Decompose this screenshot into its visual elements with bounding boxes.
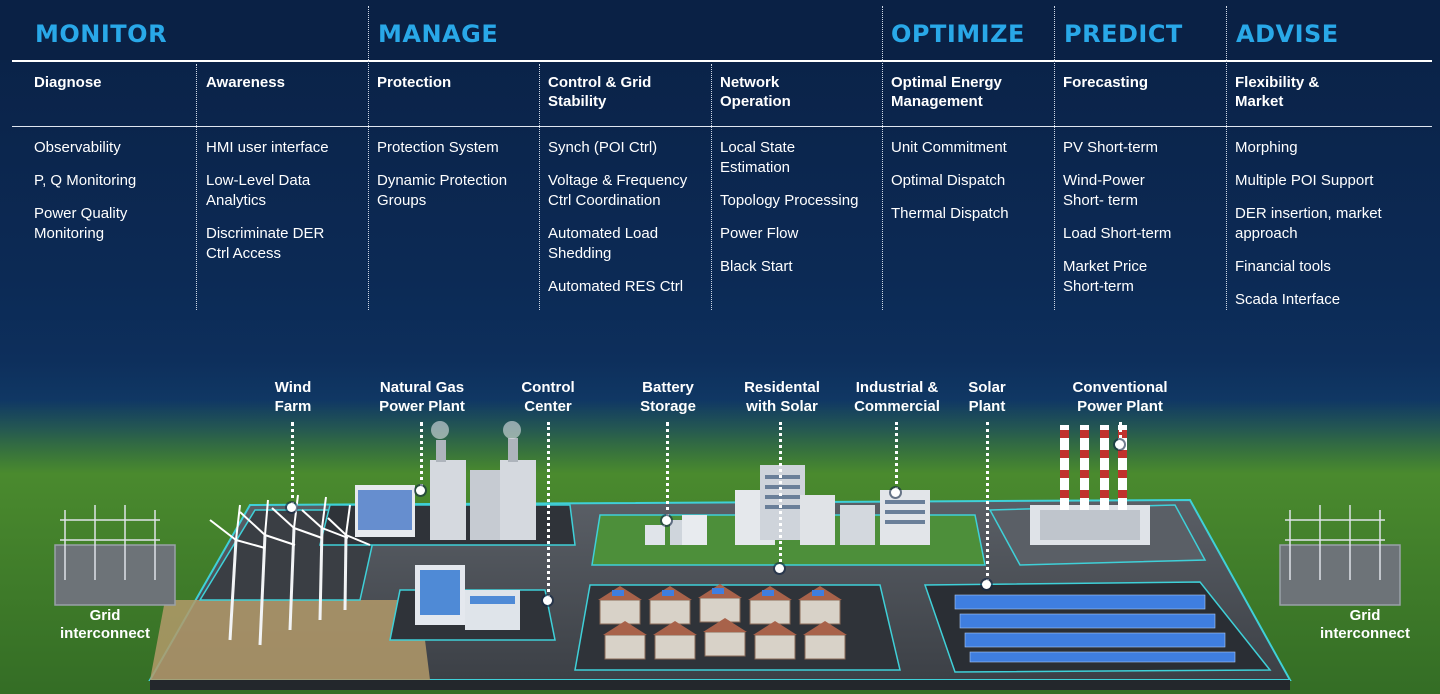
- column-optimal-energy-management: Unit Commitment Optimal Dispatch Thermal…: [891, 138, 1053, 237]
- list-item: DER insertion, market approach: [1235, 205, 1382, 242]
- label-grid-interconnect-right: Grid interconnect: [1319, 607, 1410, 642]
- separator-predict: [1054, 6, 1055, 310]
- list-item: HMI user interface: [206, 139, 329, 156]
- column-control-grid-stability: Synch (POI Ctrl) Voltage & Frequency Ctr…: [548, 138, 713, 310]
- list-item: Load Short-term: [1063, 225, 1172, 242]
- label-battery-storage: Battery Storage: [640, 379, 696, 415]
- list-item: Local State Estimation: [720, 139, 796, 176]
- category-control-grid-stability: Control & Grid Stability: [548, 74, 652, 110]
- list-item: Power Quality Monitoring: [34, 205, 128, 242]
- category-network-operation: Network Operation: [720, 74, 791, 110]
- pin-dot-icon: [662, 516, 671, 525]
- category-awareness: Awareness: [206, 74, 285, 91]
- label-grid-interconnect-left: Grid interconnect: [59, 607, 150, 642]
- list-item: Financial tools: [1235, 258, 1331, 275]
- list-item: Multiple POI Support: [1235, 172, 1374, 189]
- list-item: Voltage & Frequency Ctrl Coordination: [548, 172, 688, 209]
- list-item: Thermal Dispatch: [891, 205, 1009, 222]
- list-item: Discriminate DER Ctrl Access: [206, 225, 325, 262]
- label-wind-farm: Wind Farm: [274, 379, 312, 415]
- pin-dot-icon: [416, 486, 425, 495]
- leader-control-center: [547, 422, 550, 598]
- label-conventional-power-plant: Conventional Power Plant: [1072, 379, 1168, 415]
- leader-industrial: [895, 422, 898, 490]
- label-residental-with-solar: Residental with Solar: [744, 379, 820, 415]
- list-item: Automated Load Shedding: [548, 225, 659, 262]
- label-control-center: Control Center: [521, 379, 575, 415]
- list-item: Low-Level Data Analytics: [206, 172, 311, 209]
- house-icon: [598, 584, 847, 660]
- phase-optimize: OPTIMIZE: [891, 20, 1025, 48]
- list-item: Optimal Dispatch: [891, 172, 1006, 189]
- label-solar-plant: Solar Plant: [968, 379, 1006, 415]
- column-protection: Protection System Dynamic Protection Gro…: [377, 138, 539, 224]
- list-item: Observability: [34, 139, 121, 156]
- phase-advise: ADVISE: [1236, 20, 1339, 48]
- separator-col-5: [711, 64, 712, 310]
- leader-solar-plant: [986, 422, 989, 582]
- list-item: Topology Processing: [720, 192, 859, 209]
- separator-optimize: [882, 6, 883, 310]
- list-item: PV Short-term: [1063, 139, 1159, 156]
- column-awareness: HMI user interface Low-Level Data Analyt…: [206, 138, 366, 277]
- column-forecasting: PV Short-term Wind-Power Short- term Loa…: [1063, 138, 1225, 310]
- category-forecasting: Forecasting: [1063, 74, 1149, 91]
- list-item: Unit Commitment: [891, 139, 1007, 156]
- list-item: Dynamic Protection Groups: [377, 172, 508, 209]
- list-item: Morphing: [1235, 139, 1298, 156]
- separator-col-2: [196, 64, 197, 310]
- column-flexibility-market: Morphing Multiple POI Support DER insert…: [1235, 138, 1425, 323]
- label-industrial-commercial: Industrial & Commercial: [854, 379, 940, 415]
- category-diagnose: Diagnose: [34, 74, 102, 91]
- list-item: Power Flow: [720, 225, 799, 242]
- list-item: Automated RES Ctrl: [548, 278, 684, 295]
- pin-dot-icon: [775, 564, 784, 573]
- solar-panel-icon: [954, 594, 1236, 663]
- phase-predict: PREDICT: [1064, 20, 1183, 48]
- phase-monitor: MONITOR: [35, 20, 168, 48]
- pin-dot-icon: [543, 596, 552, 605]
- separator-manage: [368, 6, 369, 310]
- list-item: Market Price Short-term: [1063, 258, 1148, 295]
- leader-wind-farm: [291, 422, 294, 506]
- power-plant-icon: [355, 421, 536, 540]
- pin-dot-icon: [1115, 440, 1124, 449]
- separator-col-4: [539, 64, 540, 310]
- leader-residential: [779, 422, 782, 568]
- phase-manage: MANAGE: [378, 20, 499, 48]
- list-item: Synch (POI Ctrl): [548, 139, 658, 156]
- pin-dot-icon: [287, 503, 296, 512]
- leader-gas-plant: [420, 422, 423, 488]
- list-item: Scada Interface: [1235, 291, 1341, 308]
- leader-battery: [666, 422, 669, 518]
- list-item: Wind-Power Short- term: [1063, 172, 1145, 209]
- header-divider: [12, 60, 1432, 62]
- list-item: Black Start: [720, 258, 793, 275]
- label-natural-gas-power-plant: Natural Gas Power Plant: [379, 379, 465, 415]
- category-optimal-energy-management: Optimal Energy Management: [891, 74, 1002, 110]
- phase-header-band: [0, 0, 1440, 60]
- category-divider: [12, 126, 1432, 127]
- column-diagnose: Observability P, Q Monitoring Power Qual…: [34, 138, 184, 257]
- pin-dot-icon: [982, 580, 991, 589]
- substation-icon: [54, 505, 1401, 606]
- separator-advise: [1226, 6, 1227, 310]
- category-flexibility-market: Flexibility & Market: [1235, 74, 1320, 110]
- column-network-operation: Local State Estimation Topology Processi…: [720, 138, 885, 290]
- pin-dot-icon: [891, 488, 900, 497]
- category-protection: Protection: [377, 74, 452, 91]
- list-item: Protection System: [377, 139, 499, 156]
- list-item: P, Q Monitoring: [34, 172, 137, 189]
- leader-conventional: [1119, 422, 1122, 444]
